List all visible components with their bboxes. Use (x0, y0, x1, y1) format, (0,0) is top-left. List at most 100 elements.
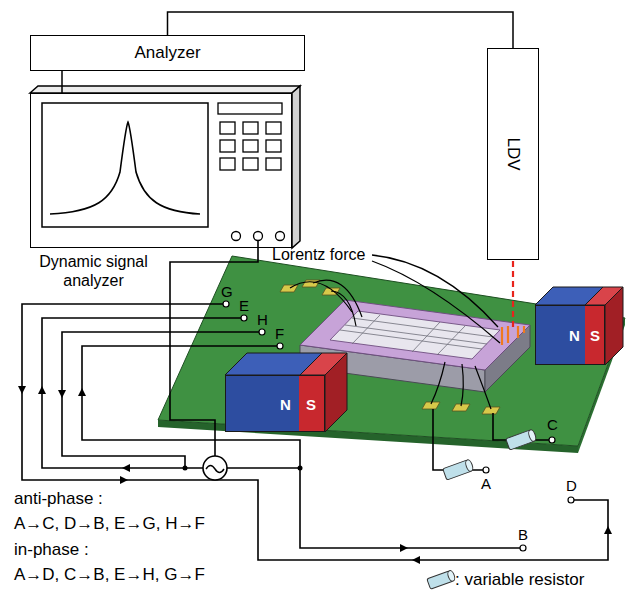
connector-line (61, 71, 63, 93)
signal-analyzer-body (220, 158, 235, 170)
terminal-label: F (275, 325, 284, 342)
pole-letter: N (569, 327, 580, 344)
signal-analyzer-body (266, 122, 281, 134)
current-arrow (58, 390, 66, 398)
terminal-point (223, 301, 229, 307)
leader-line (372, 255, 500, 343)
magnet-block: NS (535, 305, 605, 365)
terminal-label: B (518, 526, 528, 543)
signal-analyzer-body (243, 158, 258, 170)
signal-analyzer-body (218, 103, 282, 114)
force-label: Lorentz force (272, 246, 365, 264)
leader-line (372, 261, 500, 343)
signal-analyzer-body (232, 232, 241, 241)
terminal-point (549, 437, 555, 443)
terminal-point (241, 315, 247, 321)
current-arrow (400, 544, 408, 552)
device-caption: Dynamic signal analyzer (31, 252, 156, 290)
analyzer-box: Analyzer (30, 35, 305, 71)
current-arrow (78, 388, 86, 396)
current-arrow (412, 556, 420, 564)
force-arrow (501, 327, 503, 345)
terminal-point (483, 467, 489, 473)
current-arrow (18, 386, 26, 394)
box-label: LDV (503, 137, 523, 170)
signal-analyzer-body (30, 93, 292, 248)
bond-wire (475, 366, 491, 409)
terminal-label: A (481, 475, 491, 492)
resistor-symbol (464, 459, 474, 472)
mode-heading: anti-phase : (14, 489, 103, 509)
junction-dot (183, 466, 303, 471)
resistor-symbol (506, 429, 537, 450)
resistor-symbol (527, 429, 537, 442)
signal-analyzer-device: Dynamic signal analyzer (30, 93, 292, 248)
resistor-symbol (427, 429, 537, 589)
pole-letter: S (590, 327, 600, 344)
signal-analyzer-body (220, 122, 235, 134)
switch-setting: A→C, D→B, E→G, H→F (14, 514, 205, 534)
circuit-wire (227, 468, 520, 548)
signal-analyzer-body (243, 122, 258, 134)
current-arrow (38, 386, 46, 394)
terminal-point (520, 545, 526, 551)
pole-letter: N (280, 395, 291, 412)
resistor-symbol (427, 570, 456, 590)
ac-source-symbol (203, 456, 227, 480)
force-arrow (502, 326, 524, 345)
junction-dot (298, 466, 303, 471)
current-arrow (604, 526, 612, 534)
force-arrow (507, 326, 509, 343)
signal-analyzer-body (50, 122, 200, 214)
bond-wire (331, 291, 356, 326)
signal-analyzer-body (292, 86, 300, 248)
signal-analyzer-body (220, 140, 235, 152)
terminal-label: E (239, 297, 249, 314)
circuit-wire (433, 409, 483, 470)
signal-analyzer-body (276, 232, 285, 241)
force-arrow (523, 326, 525, 333)
bond-pad (280, 285, 298, 292)
magnet-faces (225, 287, 623, 432)
signal-analyzer-body (266, 140, 281, 152)
mems-chip (330, 311, 500, 359)
resistor-symbol (447, 570, 456, 582)
laser-beam (513, 261, 514, 330)
signal-analyzer-body (30, 86, 300, 248)
signal-analyzer-body (266, 158, 281, 170)
circuit-wire (22, 241, 608, 560)
bond-wire (431, 362, 445, 404)
leader-line (372, 255, 498, 327)
terminal-label: H (257, 311, 268, 328)
box-label: Analyzer (134, 43, 200, 63)
junction-dot (183, 466, 188, 471)
signal-analyzer-body (30, 86, 300, 93)
magnet-block: NS (225, 375, 325, 432)
force-arrow (517, 326, 519, 338)
bond-wire (313, 280, 362, 317)
bond-wire (461, 364, 463, 406)
terminal-point (277, 343, 283, 349)
ac-source-symbol (206, 466, 224, 473)
terminal-point (259, 329, 265, 335)
mode-heading: in-phase : (14, 540, 89, 560)
terminal-point (223, 301, 574, 551)
signal-analyzer-body (42, 103, 208, 227)
terminal-label: C (547, 416, 558, 433)
current-arrow (122, 464, 130, 472)
switch-setting: A→D, C→B, E→H, G→F (14, 565, 205, 585)
mems-chip (340, 315, 493, 355)
signal-analyzer-body (254, 232, 263, 241)
terminal-point (568, 497, 574, 503)
pole-letter: S (306, 395, 316, 412)
signal-analyzer-body (243, 140, 258, 152)
current-arrow (120, 476, 128, 484)
magnet-faces (325, 353, 347, 432)
circuit-board (158, 256, 625, 453)
legend-text: : variable resistor (455, 570, 584, 590)
ldv-box: LDV (487, 48, 539, 260)
resistor-symbol (443, 459, 474, 480)
terminal-label: D (566, 477, 577, 494)
magnet-faces (605, 287, 623, 365)
